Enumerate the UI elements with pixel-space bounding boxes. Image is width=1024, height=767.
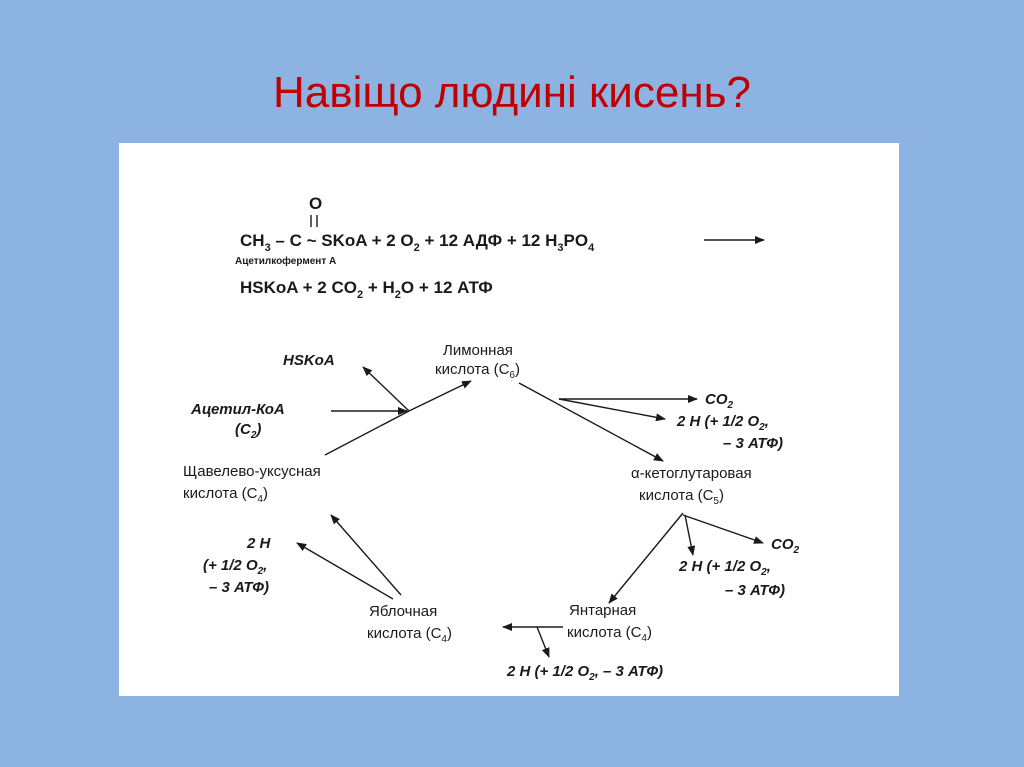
arrow-2h-right xyxy=(684,514,696,556)
arrow-citrate-to-ketoglutarate xyxy=(518,382,664,462)
svg-text:2 H (+ 1/2 O2,: 2 H (+ 1/2 O2, xyxy=(676,413,769,433)
svg-text:2 H (+ 1/2 O2,: 2 H (+ 1/2 O2, xyxy=(678,558,771,578)
svg-text:(C2): (C2) xyxy=(235,421,261,441)
svg-text:Щавелево-уксусная: Щавелево-уксусная xyxy=(183,463,321,480)
svg-text:Яблочная: Яблочная xyxy=(369,603,437,620)
acetyl-coa-node: Ацетил-КоА (C2) xyxy=(190,401,285,441)
krebs-cycle-figure: O CH3 – C ~ SKoA + 2 O2 + 12 АДФ + 12 H3… xyxy=(119,143,899,696)
svg-text:кислота (C4): кислота (C4) xyxy=(183,485,268,505)
succinic-acid-node: Янтарная кислота (C4) xyxy=(567,602,652,644)
svg-text:кислота (C4): кислота (C4) xyxy=(567,624,652,644)
2h-bottom-label: 2 H (+ 1/2 O2, – 3 АТФ) xyxy=(506,663,663,683)
alpha-ketoglutaric-acid-node: α-кетоглутаровая кислота (C5) xyxy=(631,465,752,507)
svg-text:Лимонная: Лимонная xyxy=(443,342,513,359)
svg-text:Ацетил-КоА: Ацетил-КоА xyxy=(190,401,285,418)
hskoa-label: HSKoA xyxy=(283,352,335,369)
svg-text:– 3 АТФ): – 3 АТФ) xyxy=(723,435,783,452)
svg-text:(+ 1/2 O2,: (+ 1/2 O2, xyxy=(203,557,267,577)
2h-right-label: 2 H (+ 1/2 O2, – 3 АТФ) xyxy=(678,558,785,599)
equation-line-1: CH3 – C ~ SKoA + 2 O2 + 12 АДФ + 12 H3PO… xyxy=(240,231,595,254)
oxygen-atom: O xyxy=(309,194,322,213)
svg-text:2 H: 2 H xyxy=(246,535,272,552)
arrow-ketoglutarate-to-succinate xyxy=(608,512,684,604)
arrow-oxaloacetate-to-junction xyxy=(324,410,410,456)
arrow-2h-bottom xyxy=(536,626,550,658)
arrow-co2-right xyxy=(682,514,764,544)
2h-left-label: 2 H (+ 1/2 O2, – 3 АТФ) xyxy=(203,535,272,596)
slide-title: Навіщо людині кисень? xyxy=(272,68,752,117)
co2-right-label: CO2 xyxy=(771,536,800,556)
oxaloacetic-acid-node: Щавелево-уксусная кислота (C4) xyxy=(183,463,321,505)
overall-equation: O CH3 – C ~ SKoA + 2 O2 + 12 АДФ + 12 H3… xyxy=(235,194,765,301)
svg-text:– 3 АТФ): – 3 АТФ) xyxy=(209,579,269,596)
2h-top-label: 2 H (+ 1/2 O2, – 3 АТФ) xyxy=(676,413,783,452)
svg-text:– 3 АТФ): – 3 АТФ) xyxy=(725,582,785,599)
svg-text:кислота (C5): кислота (C5) xyxy=(639,487,724,507)
svg-text:кислота (C6): кислота (C6) xyxy=(435,361,520,381)
krebs-cycle-diagram: O CH3 – C ~ SKoA + 2 O2 + 12 АДФ + 12 H3… xyxy=(183,194,800,683)
malic-acid-node: Яблочная кислота (C4) xyxy=(367,603,452,645)
svg-text:α-кетоглутаровая: α-кетоглутаровая xyxy=(631,465,752,482)
cycle-arrows xyxy=(296,366,764,658)
arrow-2h-top xyxy=(558,398,666,422)
svg-text:Янтарная: Янтарная xyxy=(569,602,636,619)
arrow-malate-to-oxaloacetate xyxy=(330,514,402,596)
arrow-release-hskoa xyxy=(362,366,410,412)
citric-acid-node: Лимонная кислота (C6) xyxy=(435,342,520,381)
arrow-2h-left xyxy=(296,542,394,600)
equation-caption: Ацетилкофермент А xyxy=(235,255,336,267)
equation-line-2: HSKoA + 2 CO2 + H2O + 12 АТФ xyxy=(240,278,493,301)
arrow-junction-to-citrate xyxy=(408,380,472,412)
svg-text:кислота (C4): кислота (C4) xyxy=(367,625,452,645)
co2-top-label: CO2 xyxy=(705,391,734,411)
